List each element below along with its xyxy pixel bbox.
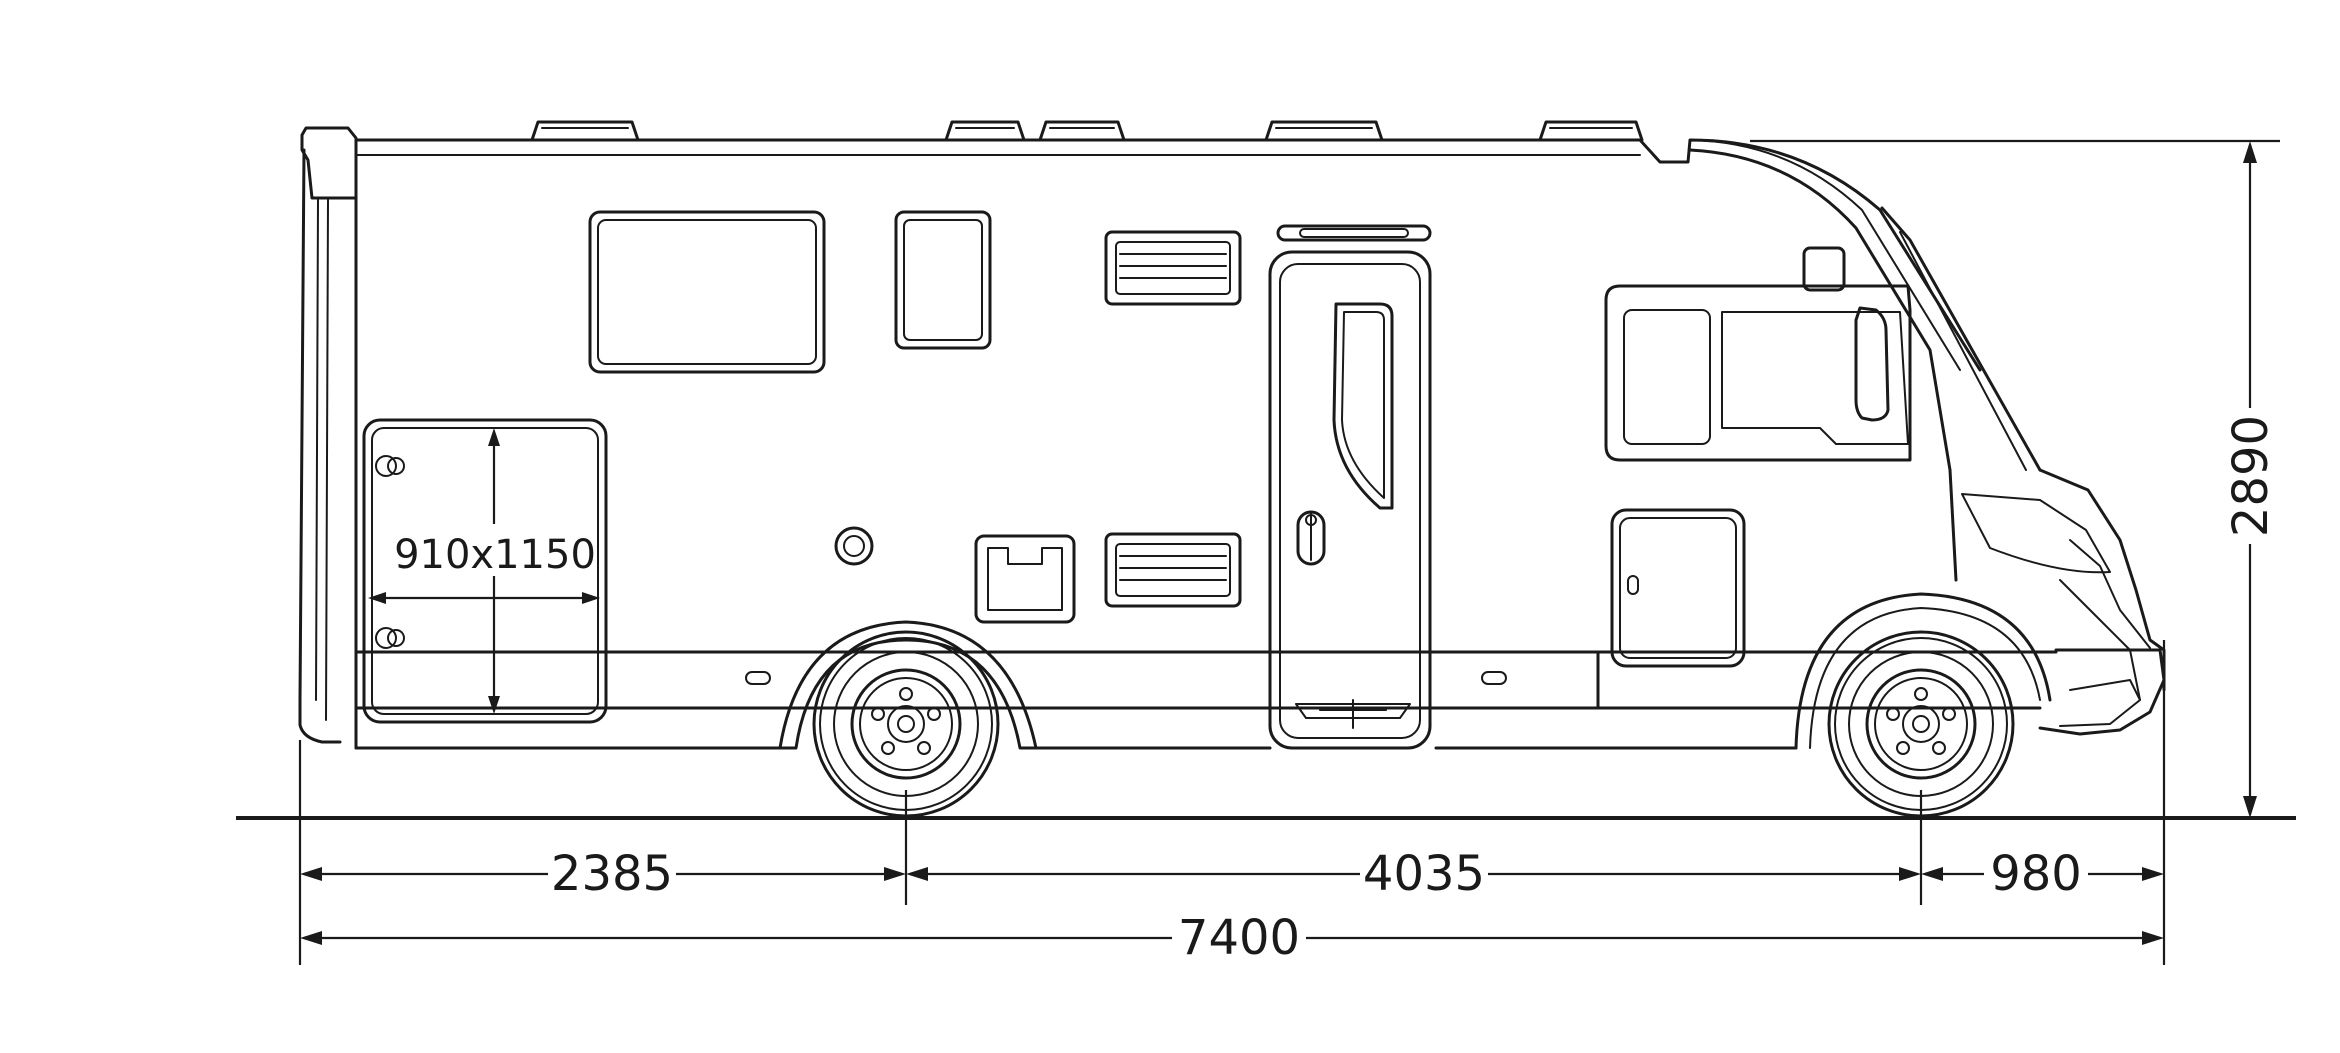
body-windows xyxy=(588,210,992,374)
overall-length-label: 7400 xyxy=(1178,910,1300,966)
dimension-overall-length: 7400 xyxy=(300,908,2164,966)
garage-door xyxy=(362,418,608,724)
rear-wheel-arch xyxy=(778,620,1038,750)
overall-height-label: 2890 xyxy=(2223,415,2279,537)
door-opening-label: 910x1150 xyxy=(394,532,596,578)
service-flaps xyxy=(834,526,1076,624)
wheelbase-label: 4035 xyxy=(1363,846,1485,902)
front-wheel-arch xyxy=(1794,592,2052,750)
front-wheel xyxy=(1827,630,2015,818)
rear-wheel xyxy=(812,630,1000,818)
dimension-wheelbase: 4035 xyxy=(906,846,1921,902)
vent-grilles xyxy=(1104,230,1242,608)
dimension-overhang-rear: 2385 xyxy=(300,846,906,902)
overhang-rear-label: 2385 xyxy=(551,846,673,902)
cab xyxy=(1596,246,1912,710)
dimension-overhang-front: 980 xyxy=(1921,846,2164,902)
motorhome-body xyxy=(298,120,2166,750)
entrance-door xyxy=(1268,224,1432,750)
dimension-overall-height: 2890 xyxy=(2222,141,2279,818)
door-opening-dimension: 910x1150 xyxy=(368,428,600,714)
overhang-front-label: 980 xyxy=(1990,846,2082,902)
